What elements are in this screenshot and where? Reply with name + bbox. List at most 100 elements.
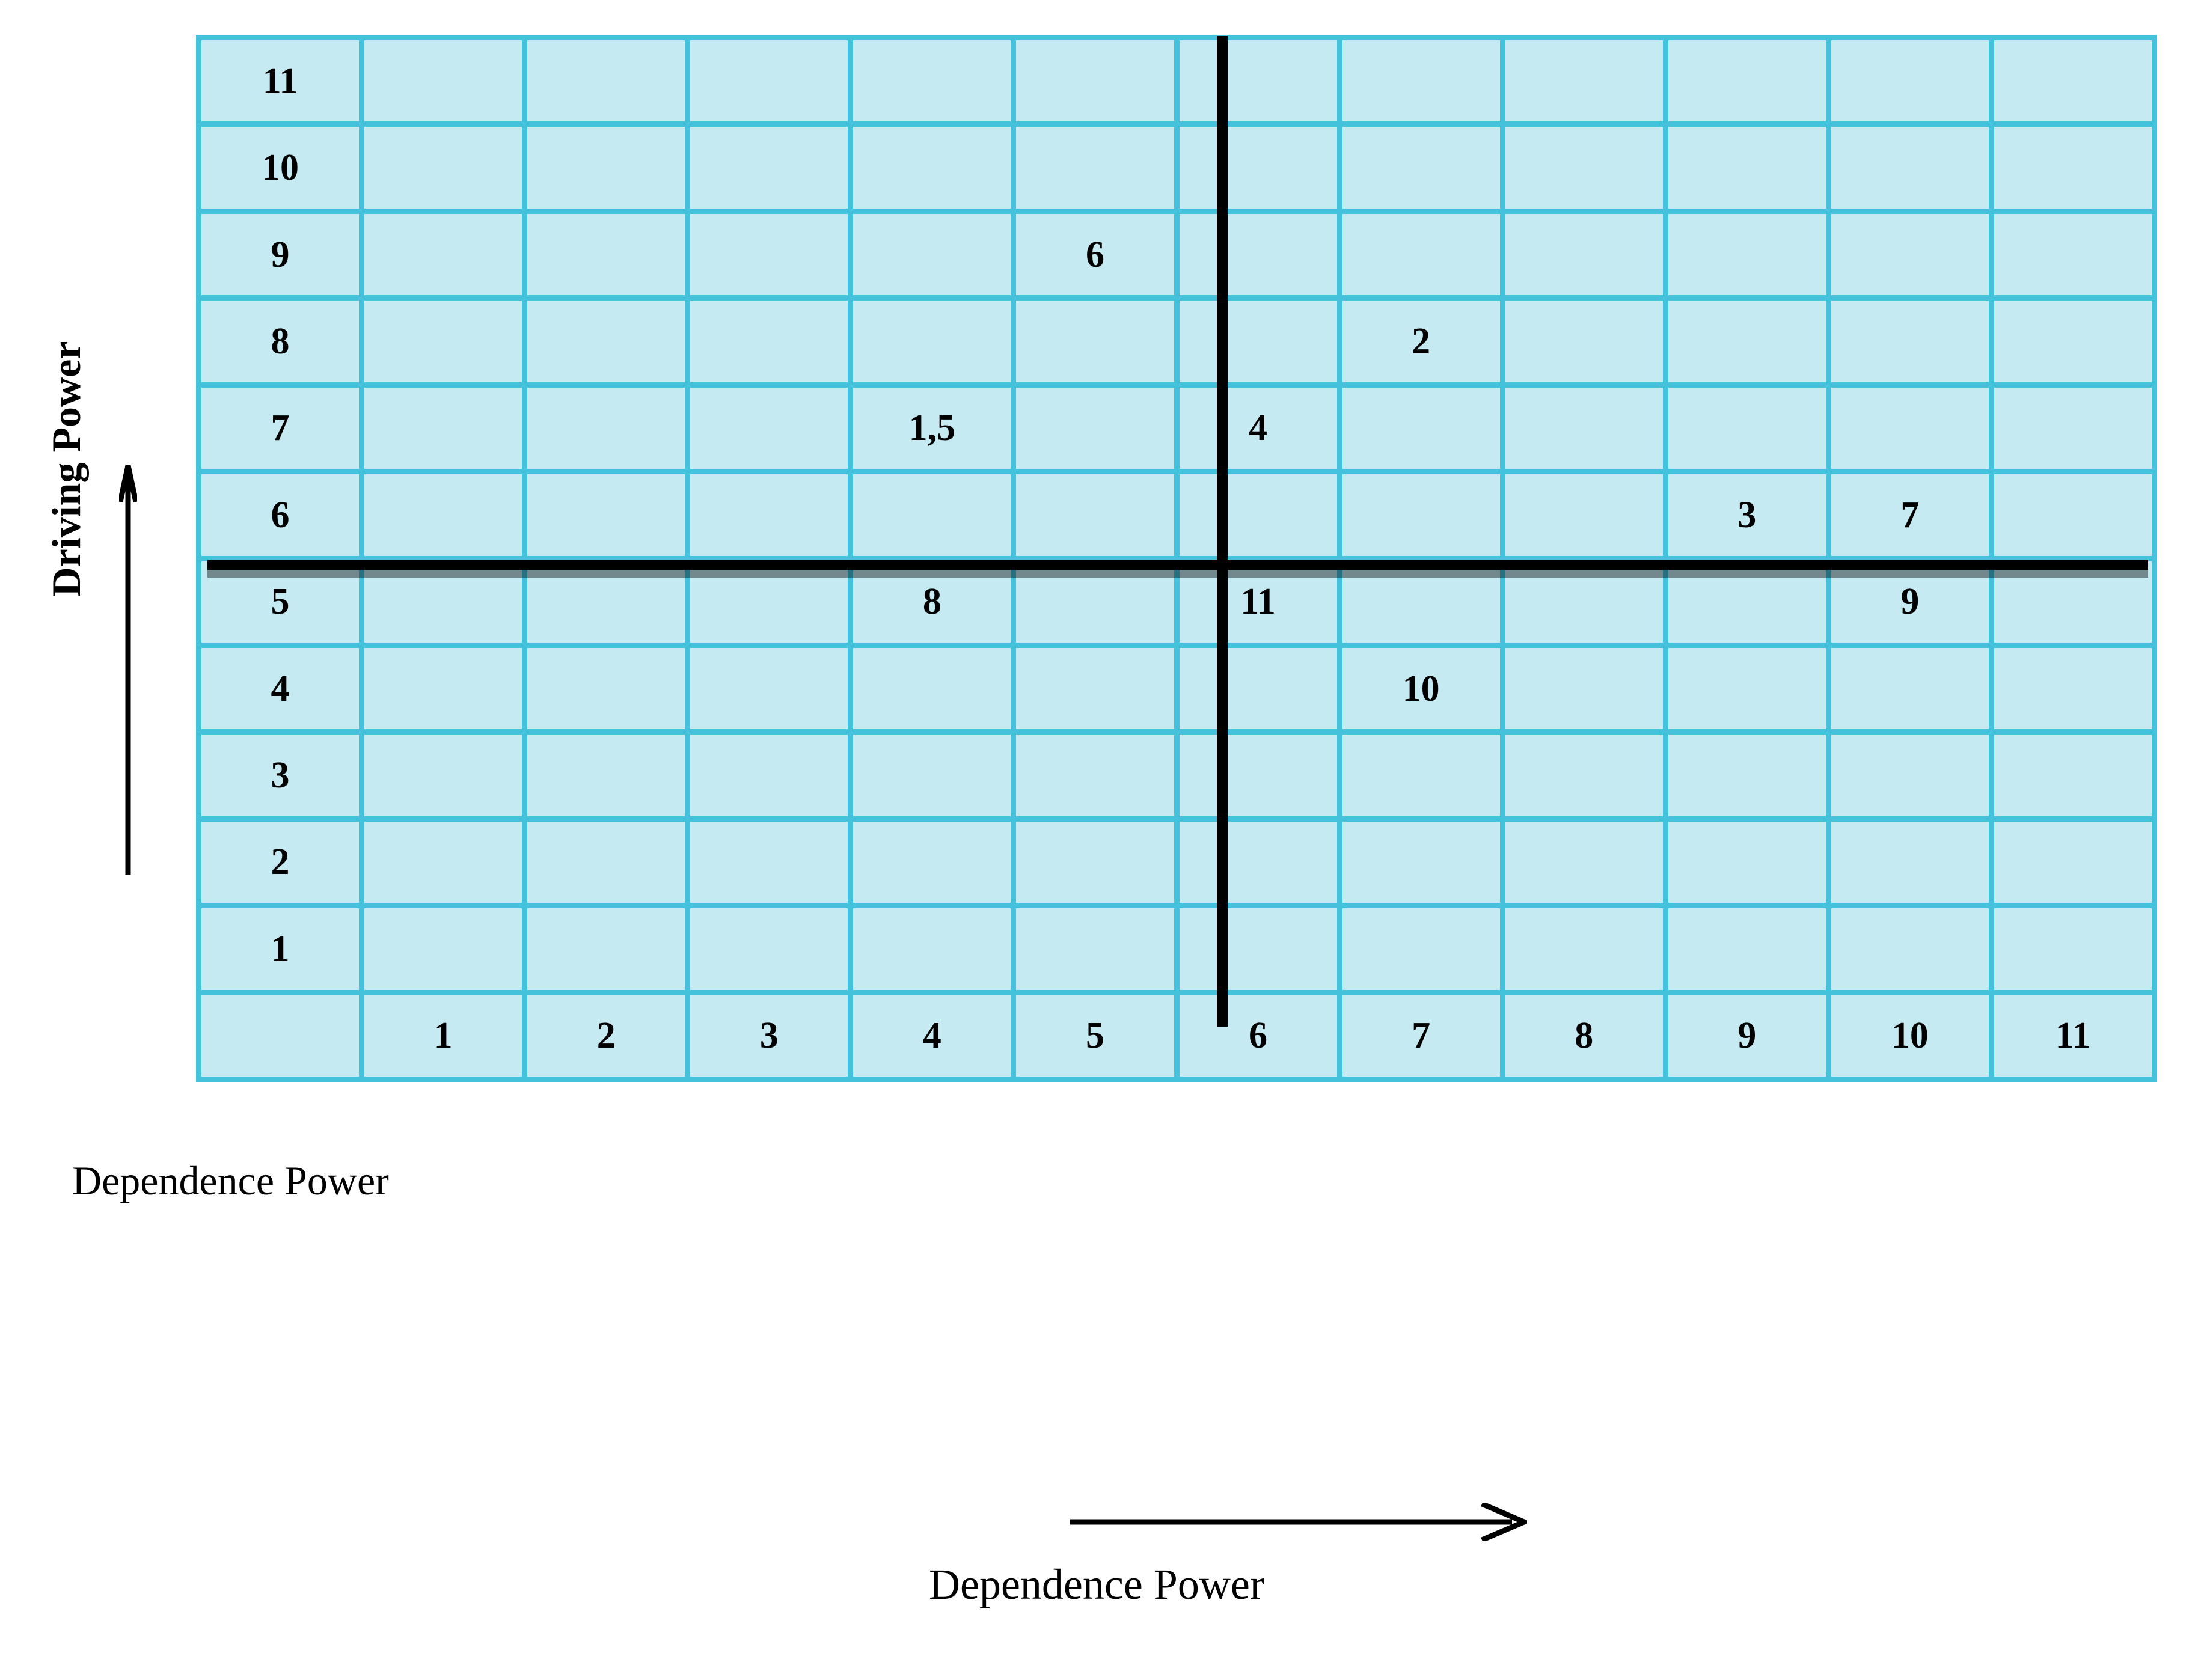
grid-cell: [853, 908, 1011, 990]
grid-cell: [1668, 387, 1826, 469]
grid-cell: [527, 127, 685, 209]
grid-cell: [1831, 908, 1989, 990]
data-point-label: 3: [1668, 474, 1826, 556]
grid-cell: [364, 908, 522, 990]
grid-cell: [1016, 735, 1174, 816]
grid-cell: [364, 647, 522, 730]
grid-cell: [1994, 301, 2152, 382]
grid-cell: [1994, 40, 2152, 122]
grid-cell: [1342, 387, 1500, 469]
y-axis-tick-9: 9: [201, 213, 360, 296]
grid-cell: [364, 474, 522, 556]
vertical-cluster-divider-line: [1217, 36, 1228, 1027]
grid-cell: [853, 301, 1011, 382]
grid-cell: [690, 735, 848, 816]
grid-cell: [527, 40, 685, 122]
grid-cell: [527, 735, 685, 816]
grid-cell: [364, 127, 522, 209]
data-point-label: 6: [1016, 213, 1174, 296]
grid-cell: [527, 387, 685, 469]
grid-cell: [853, 40, 1011, 122]
x-axis-tick-7: 7: [1342, 995, 1500, 1077]
grid-cell: [1342, 821, 1500, 903]
grid-cell: [1831, 647, 1989, 730]
y-axis-tick-5: 5: [201, 561, 360, 643]
grid-cell: [1994, 474, 2152, 556]
data-point-label: 10: [1342, 647, 1500, 730]
grid-cell: [1505, 908, 1663, 990]
grid-cell: [1505, 213, 1663, 296]
x-axis-tick-2: 2: [527, 995, 685, 1077]
grid-cell: [1505, 387, 1663, 469]
data-point-label: 1,5: [853, 387, 1011, 469]
x-axis-tick-9: 9: [1668, 995, 1826, 1077]
grid-cell: [853, 213, 1011, 296]
grid-cell: [690, 301, 848, 382]
grid-cell: [853, 735, 1011, 816]
grid-cell: [364, 735, 522, 816]
grid-cell: [1505, 561, 1663, 643]
grid-cell: [1994, 213, 2152, 296]
grid-cell: [1179, 213, 1337, 296]
grid-cell: [853, 647, 1011, 730]
grid-cell: [1016, 127, 1174, 209]
grid-cell: [527, 647, 685, 730]
y-axis-tick-6: 6: [201, 474, 360, 556]
grid-cell: [527, 821, 685, 903]
grid-cell: [1505, 40, 1663, 122]
x-axis-tick-11: 11: [1994, 995, 2152, 1077]
grid-cell: [690, 213, 848, 296]
grid-cell: [527, 561, 685, 643]
grid-cell: [1016, 561, 1174, 643]
y-axis-tick-1: 1: [201, 908, 360, 990]
up-arrow-icon: [119, 465, 137, 875]
grid-cell: [1668, 735, 1826, 816]
y-axis-tick-10: 10: [201, 127, 360, 209]
grid-cell: [1994, 735, 2152, 816]
x-axis-tick-10: 10: [1831, 995, 1989, 1077]
grid-cell: [690, 127, 848, 209]
grid-cell: [690, 821, 848, 903]
micmac-matrix-grid: 11 10 9 6 8 2 7 1,5 4: [196, 35, 2157, 1082]
data-point-label: 8: [853, 561, 1011, 643]
grid-cell: [1179, 127, 1337, 209]
grid-cell: [1342, 474, 1500, 556]
grid-cell: [1179, 40, 1337, 122]
grid-cell: [364, 821, 522, 903]
horizontal-cluster-divider-line: [207, 560, 2148, 578]
y-axis-tick-4: 4: [201, 647, 360, 730]
grid-cell: [1505, 647, 1663, 730]
grid-cell: [1342, 213, 1500, 296]
grid-cell: [1668, 821, 1826, 903]
grid-cell: [1505, 301, 1663, 382]
y-axis-tick-2: 2: [201, 821, 360, 903]
grid-cell: [690, 40, 848, 122]
data-point-label: 4: [1179, 387, 1337, 469]
grid-cell: [1994, 561, 2152, 643]
x-axis-tick-6: 6: [1179, 995, 1337, 1077]
y-axis-tick-3: 3: [201, 735, 360, 816]
grid-cell: [1016, 908, 1174, 990]
data-point-label: 11: [1179, 561, 1337, 643]
grid-cell: [364, 301, 522, 382]
grid-cell: [1994, 647, 2152, 730]
grid-cell: [1179, 821, 1337, 903]
grid-cell: [1016, 821, 1174, 903]
grid-cell: [1505, 474, 1663, 556]
grid-cell: [1831, 40, 1989, 122]
x-axis-tick-3: 3: [690, 995, 848, 1077]
grid-cell: [1668, 40, 1826, 122]
grid-cell: [1342, 735, 1500, 816]
grid-cell: [1342, 561, 1500, 643]
grid-cell: [1016, 301, 1174, 382]
grid-cell: [1505, 735, 1663, 816]
grid-cell: [364, 561, 522, 643]
y-axis-tick-11: 11: [201, 40, 360, 122]
x-axis-label-upper: Dependence Power: [72, 1158, 389, 1203]
grid-cell: [1831, 821, 1989, 903]
grid-cell: [853, 821, 1011, 903]
grid-cell: [690, 474, 848, 556]
x-axis-label-lower: Dependence Power: [929, 1560, 1264, 1608]
grid-cell: [1016, 474, 1174, 556]
grid-cell: [1342, 40, 1500, 122]
